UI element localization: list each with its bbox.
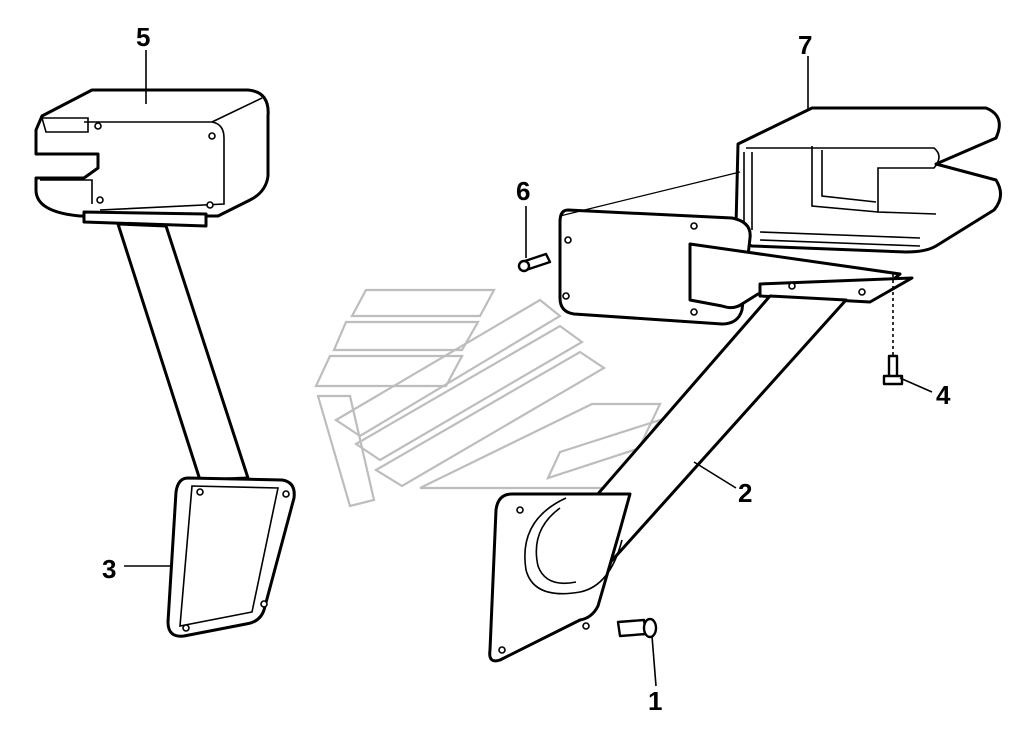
callout-2: 2 [738, 478, 752, 508]
callout-4: 4 [936, 380, 951, 410]
callout-3: 3 [102, 554, 116, 584]
part-4-bolt [882, 354, 904, 386]
leader-lines [124, 50, 933, 687]
callout-1: 1 [648, 686, 662, 716]
watermark-logo [314, 288, 663, 508]
callout-6: 6 [516, 176, 530, 206]
part-6-screw [517, 252, 552, 273]
part-3-lever-plate [116, 222, 296, 638]
part-5-pad-housing [34, 88, 270, 228]
part-2-pedal-arm [488, 242, 914, 663]
part-1-bolt [616, 617, 658, 639]
callout-7: 7 [798, 30, 812, 60]
part-7-housing [734, 106, 1002, 254]
callout-5: 5 [136, 22, 150, 52]
